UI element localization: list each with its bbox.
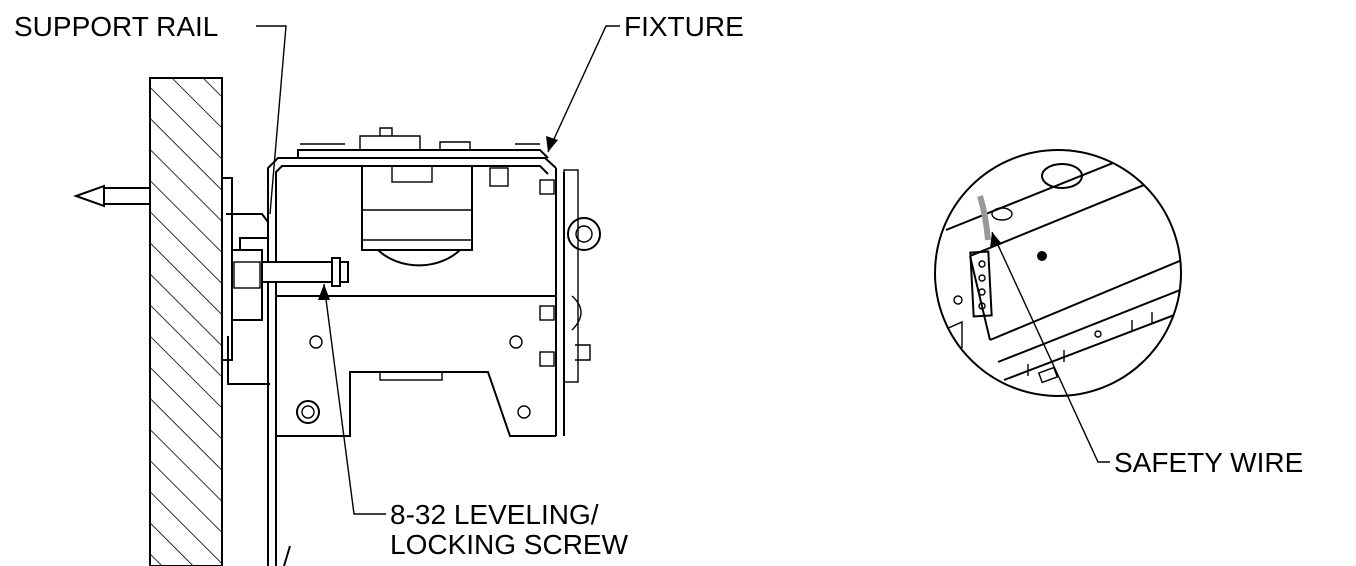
- wall: [149, 77, 223, 566]
- leader-fixture: [546, 25, 620, 153]
- label-safety-wire: SAFETY WIRE: [1114, 447, 1303, 478]
- leader-screw: [318, 283, 386, 515]
- label-fixture: FIXTURE: [624, 11, 744, 42]
- support-rail: [222, 177, 270, 385]
- leveling-screw: [261, 257, 349, 287]
- fixture-body: [267, 127, 601, 566]
- detail-view: [934, 149, 1182, 397]
- wall-anchor: [73, 184, 151, 208]
- label-support-rail: SUPPORT RAIL: [14, 11, 218, 42]
- label-screw-line2: LOCKING SCREW: [390, 529, 629, 560]
- label-screw-line1: 8-32 LEVELING/: [390, 499, 599, 530]
- leader-support-rail: [256, 25, 287, 215]
